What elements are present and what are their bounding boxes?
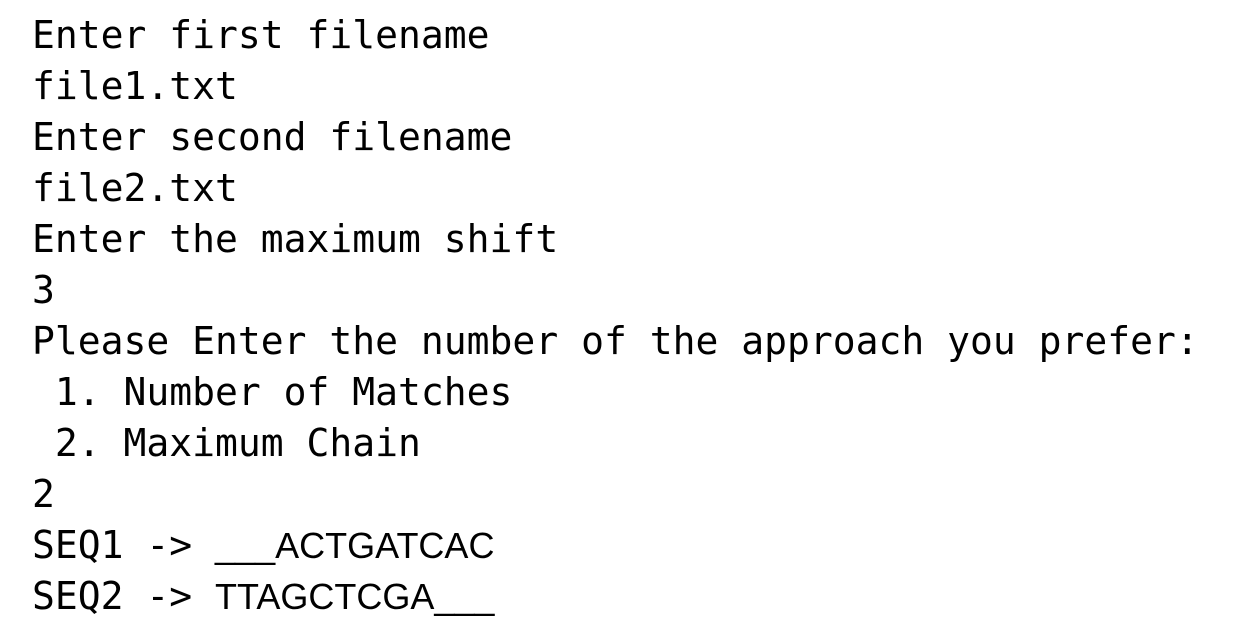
seq2-line: SEQ2 -> TTAGCTCGA___ xyxy=(32,571,1251,622)
input-second-filename: file2.txt xyxy=(32,166,238,210)
input-approach: 2 xyxy=(32,472,55,516)
seq2-label: SEQ2 -> xyxy=(32,574,216,618)
input-first-filename: file1.txt xyxy=(32,64,238,108)
prompt-second-filename: Enter second filename xyxy=(32,115,513,159)
seq1-label: SEQ1 -> xyxy=(32,523,216,567)
prompt-maximum-shift: Enter the maximum shift xyxy=(32,217,559,261)
prompt-first-filename: Enter first filename xyxy=(32,13,490,57)
approach-option-1: 1. Number of Matches xyxy=(32,370,513,414)
seq2-value: TTAGCTCGA___ xyxy=(215,576,495,617)
approach-option-2: 2. Maximum Chain xyxy=(32,421,421,465)
seq1-line: SEQ1 -> ___ACTGATCAC xyxy=(32,520,1251,571)
seq1-value: ___ACTGATCAC xyxy=(215,525,495,566)
prompt-approach: Please Enter the number of the approach … xyxy=(32,319,1199,363)
input-maximum-shift: 3 xyxy=(32,268,55,312)
